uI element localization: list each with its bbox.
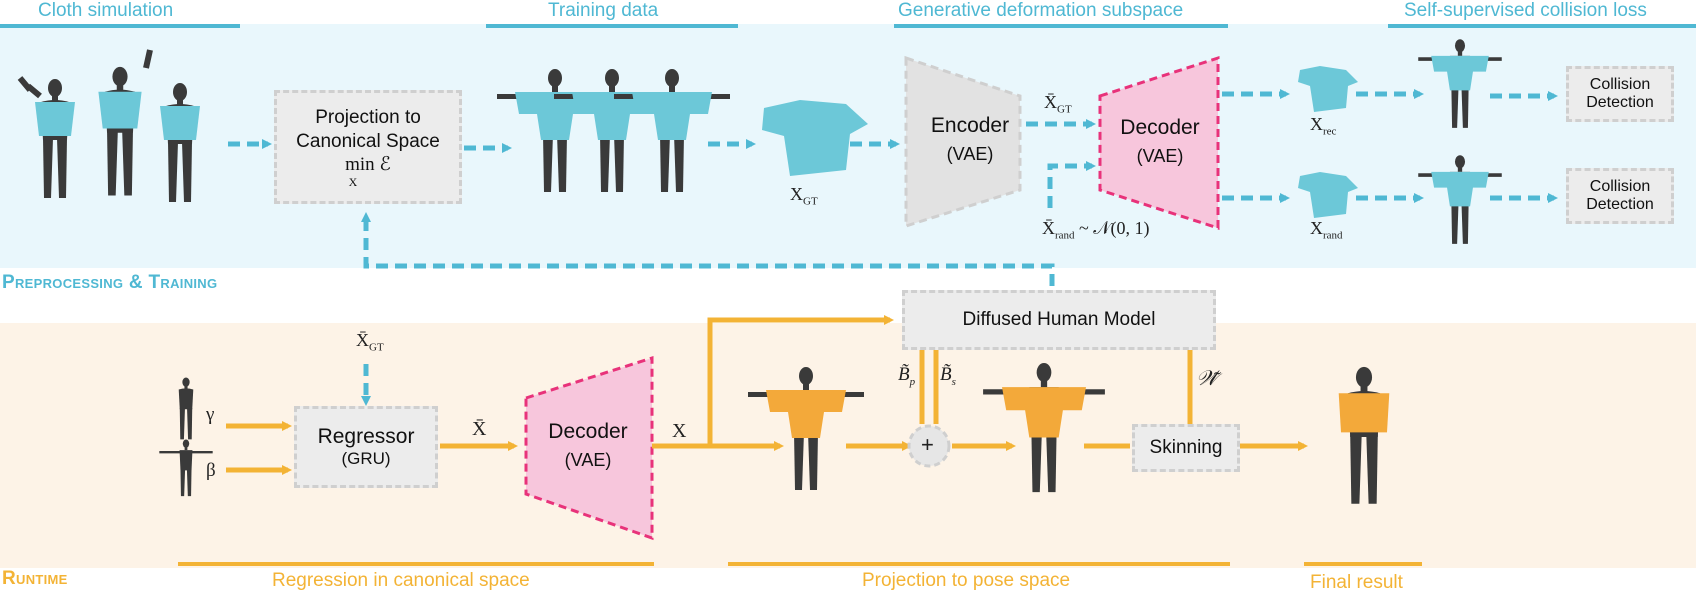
header-bar-collision bbox=[1388, 24, 1696, 28]
decoder-run-shape bbox=[524, 355, 654, 541]
arrow-rand-to-dec bbox=[1047, 161, 1096, 208]
shirt-xrec bbox=[1298, 66, 1358, 112]
label-xbar-gt-main: X̄ bbox=[1044, 92, 1057, 112]
label-xbar: X̄ bbox=[472, 418, 487, 440]
collision-detection-2: Collision Detection bbox=[1566, 168, 1674, 224]
decoder-train-sub: (VAE) bbox=[1136, 146, 1184, 166]
cloth-sim-figures bbox=[17, 49, 200, 202]
header-bar-training bbox=[486, 24, 738, 28]
label-beta: β bbox=[206, 460, 216, 481]
decoder-train-shape bbox=[1098, 55, 1220, 231]
runtime-bar-final bbox=[1304, 562, 1422, 566]
arrow-feedback bbox=[361, 212, 1055, 286]
label-bp-main: B̃ bbox=[898, 364, 910, 385]
projection-formula: min ℰ bbox=[345, 154, 391, 175]
header-training-data: Training data bbox=[548, 0, 659, 21]
label-xrand-sub: rand bbox=[1323, 229, 1343, 242]
label-xbar-gt-run-sub: GT bbox=[369, 341, 384, 354]
shirt-xgt bbox=[762, 100, 868, 176]
label-bs: B̃s bbox=[940, 364, 956, 388]
runtime-header-projection: Projection to pose space bbox=[862, 570, 1071, 591]
encoder-title: Encoder bbox=[930, 114, 1010, 137]
label-xgt-main: X bbox=[790, 184, 803, 204]
section-runtime: Runtime bbox=[2, 568, 68, 589]
label-xrand-main: X bbox=[1310, 218, 1323, 238]
header-cloth-simulation: Cloth simulation bbox=[38, 0, 174, 21]
final-figure bbox=[1338, 366, 1390, 504]
label-bp: B̃p bbox=[898, 364, 915, 388]
collision-detection-1: Collision Detection bbox=[1566, 66, 1674, 122]
decoder-run-sub: (VAE) bbox=[564, 450, 612, 470]
projection-formula-sub: X bbox=[348, 175, 358, 189]
label-bs-sub: s bbox=[951, 375, 956, 388]
plus-circle bbox=[907, 424, 951, 468]
encoder-sub: (VAE) bbox=[946, 144, 994, 164]
label-xbar-gt-run-main: X̄ bbox=[356, 330, 369, 350]
skinning-title: Skinning bbox=[1149, 437, 1223, 458]
projection-box: Projection to Canonical Space min ℰ X bbox=[274, 90, 462, 204]
collision1-line1: Collision bbox=[1589, 76, 1651, 93]
collision1-line2: Detection bbox=[1586, 94, 1654, 111]
label-xbar-rand-main: X̄ bbox=[1042, 218, 1055, 238]
runtime-figure-2 bbox=[983, 362, 1105, 493]
label-xrec: Xrec bbox=[1310, 114, 1336, 138]
label-gamma: γ bbox=[206, 404, 215, 425]
label-bp-sub: p bbox=[909, 375, 916, 388]
header-collision-loss: Self-supervised collision loss bbox=[1404, 0, 1647, 21]
label-xrec-main: X bbox=[1310, 114, 1323, 134]
decoder-train-title: Decoder bbox=[1120, 116, 1200, 139]
label-xrand: Xrand bbox=[1310, 218, 1343, 242]
header-bar-cloth bbox=[0, 24, 240, 28]
section-preprocessing: Preprocessing & Training bbox=[2, 272, 218, 293]
header-bar-generative bbox=[894, 24, 1228, 28]
runtime-figure-1 bbox=[748, 367, 864, 490]
regressor-box: Regressor (GRU) bbox=[294, 406, 438, 488]
diffused-human-model-box: Diffused Human Model bbox=[902, 290, 1216, 350]
collision2-line2: Detection bbox=[1586, 196, 1654, 213]
label-xbar-rand-sub: rand bbox=[1055, 229, 1075, 242]
collision-figure-1 bbox=[1418, 39, 1502, 128]
training-figures bbox=[497, 69, 730, 192]
diffused-title: Diffused Human Model bbox=[962, 309, 1156, 330]
label-xrec-sub: rec bbox=[1323, 125, 1337, 138]
label-xbar-gt: X̄GT bbox=[1044, 92, 1072, 116]
decoder-run-title: Decoder bbox=[548, 420, 628, 443]
label-x: X bbox=[672, 420, 687, 442]
label-xbar-rand-rest: ~ 𝒩(0, 1) bbox=[1074, 218, 1150, 238]
label-w: 𝒲̃ bbox=[1196, 366, 1219, 390]
projection-line1: Projection to bbox=[315, 107, 421, 128]
encoder-shape bbox=[904, 55, 1022, 229]
label-xbar-gt-run: X̄GT bbox=[356, 330, 384, 354]
label-bs-main: B̃ bbox=[940, 364, 952, 385]
runtime-bar-regression bbox=[178, 562, 654, 566]
label-xbar-rand: X̄rand ~ 𝒩(0, 1) bbox=[1042, 218, 1150, 242]
header-generative-subspace: Generative deformation subspace bbox=[898, 0, 1184, 21]
label-xbar-gt-sub: GT bbox=[1057, 103, 1072, 116]
plus-symbol: + bbox=[921, 432, 934, 457]
skinning-box: Skinning bbox=[1132, 424, 1240, 472]
regressor-title: Regressor bbox=[317, 425, 415, 448]
runtime-header-regression: Regression in canonical space bbox=[272, 570, 530, 591]
collision2-line1: Collision bbox=[1589, 178, 1651, 195]
label-xgt: XGT bbox=[790, 184, 818, 208]
runtime-header-final: Final result bbox=[1310, 572, 1403, 593]
collision-figure-2 bbox=[1418, 155, 1502, 244]
regressor-sub: (GRU) bbox=[341, 449, 391, 468]
runtime-bar-projection bbox=[728, 562, 1230, 566]
label-xgt-sub: GT bbox=[803, 195, 818, 208]
projection-line2: Canonical Space bbox=[296, 131, 440, 152]
arrow-x-to-diffused bbox=[707, 315, 894, 446]
shirt-xrand bbox=[1298, 172, 1358, 218]
